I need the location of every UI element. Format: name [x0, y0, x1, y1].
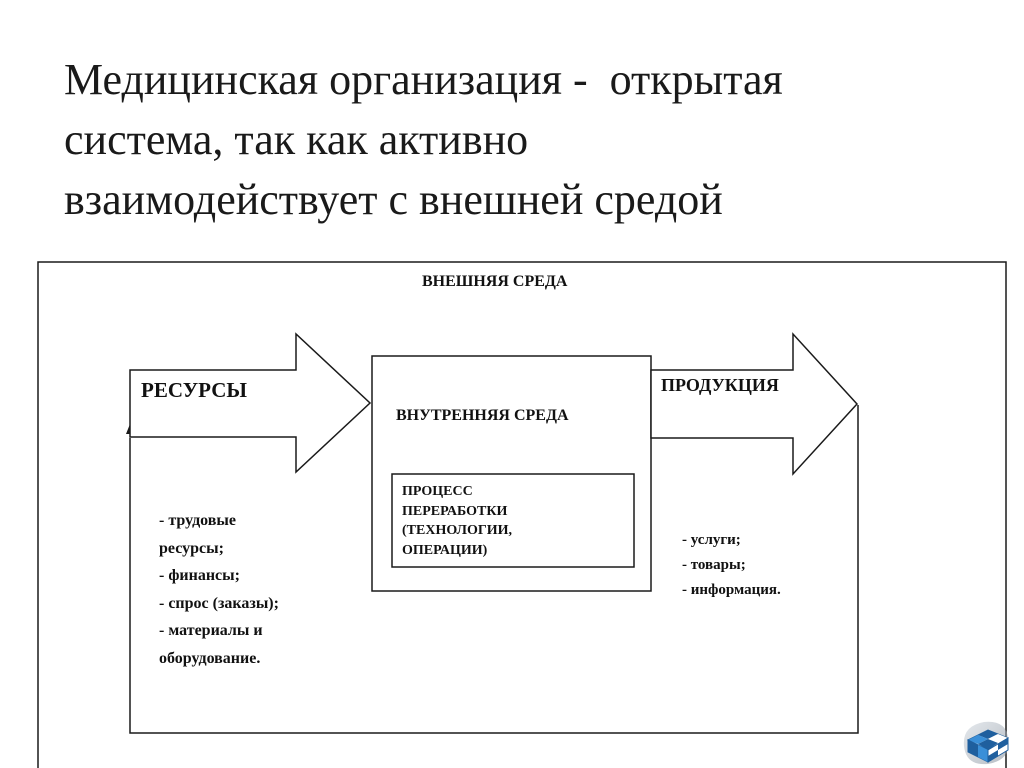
processing-box — [391, 473, 635, 568]
slide-title-line: система, так как активно — [64, 115, 529, 164]
list-item: - трудовые — [159, 512, 236, 529]
processing-line: ОПЕРАЦИИ) — [402, 542, 488, 558]
feedback-loop-line — [129, 405, 859, 734]
slide-title-line: взаимодействует с внешней средой — [64, 175, 723, 224]
products-label: ПРОДУКЦИЯ — [661, 375, 779, 395]
processing-line: ПЕРЕРАБОТКИ — [402, 503, 508, 519]
external-environment-label: ВНЕШНЯЯ СРЕДА — [422, 273, 568, 290]
list-item: - услуги; — [682, 532, 741, 548]
resources-arrow — [129, 332, 372, 474]
products-arrow — [650, 332, 859, 476]
products-list: - услуги; - товары; - информация. — [682, 528, 781, 603]
resources-label: РЕСУРСЫ — [141, 378, 248, 402]
processing-line: (ТЕХНОЛОГИИ, — [402, 523, 513, 538]
external-environment-frame — [37, 261, 1007, 768]
list-item: - спрос (заказы); — [159, 594, 279, 612]
slide-title: Медицинская организация - открытая систе… — [64, 50, 964, 230]
list-item: - финансы; — [159, 567, 240, 584]
checkered-cube-logo-icon — [963, 721, 1010, 765]
processing-line: ПРОЦЕСС — [402, 484, 473, 499]
list-item: - материалы и — [159, 622, 263, 639]
list-item: оборудование. — [159, 649, 261, 667]
resources-list: - трудовые ресурсы; - финансы; - спрос (… — [159, 507, 279, 672]
internal-environment-label: ВНУТРЕННЯЯ СРЕДА — [396, 407, 569, 424]
processing-label: ПРОЦЕСС ПЕРЕРАБОТКИ (ТЕХНОЛОГИИ, ОПЕРАЦИ… — [402, 482, 630, 560]
list-item: - информация. — [682, 582, 781, 598]
list-item: ресурсы; — [159, 539, 224, 557]
list-item: - товары; — [682, 557, 746, 573]
slide-title-line: Медицинская организация - открытая — [64, 55, 783, 104]
